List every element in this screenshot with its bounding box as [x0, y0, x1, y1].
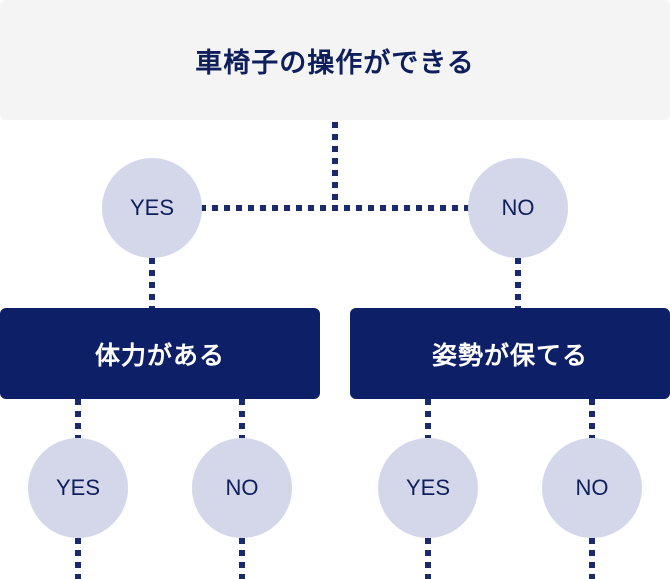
posture-no-node: NO — [542, 438, 642, 538]
stamina-no-node: NO — [192, 438, 292, 538]
root-question-label: 車椅子の操作ができる — [195, 47, 475, 79]
question-box-posture: 姿勢が保てる — [350, 308, 670, 399]
question-label-stamina: 体力がある — [94, 340, 225, 370]
level1-yes-node: YES — [102, 158, 202, 258]
stamina-yes-label: YES — [55, 475, 101, 500]
level1-no-label: NO — [501, 195, 535, 220]
level1-yes-label: YES — [129, 195, 175, 220]
root-question-box: 車椅子の操作ができる — [0, 0, 670, 120]
posture-yes-node: YES — [378, 438, 478, 538]
question-box-stamina: 体力がある — [0, 308, 320, 399]
level1-no-node: NO — [468, 158, 568, 258]
posture-yes-label: YES — [405, 475, 451, 500]
question-label-posture: 姿勢が保てる — [431, 340, 588, 370]
stamina-no-label: NO — [225, 475, 259, 500]
stamina-yes-node: YES — [28, 438, 128, 538]
posture-no-label: NO — [575, 475, 609, 500]
